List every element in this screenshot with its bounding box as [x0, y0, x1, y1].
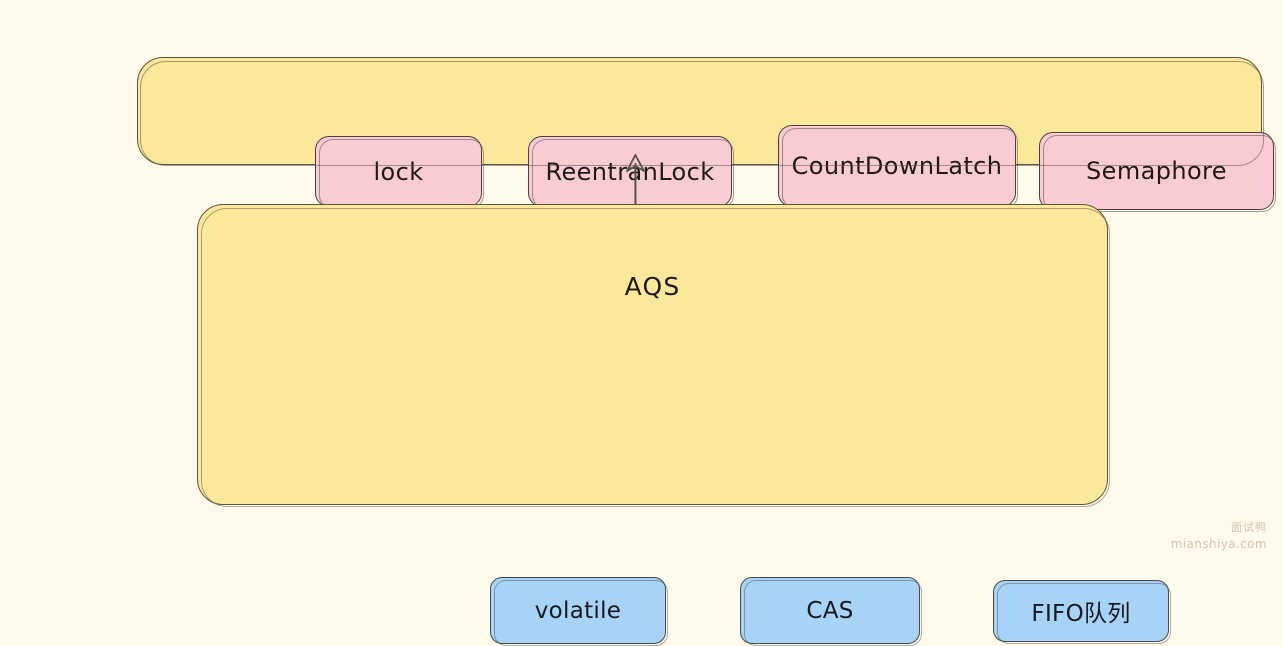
- node-fifo-queue-label: FIFO队列: [1031, 601, 1131, 627]
- node-cas[interactable]: CAS: [740, 577, 922, 646]
- diagram-canvas: lock ReentranLock CountDownLatch Semapho…: [137, 57, 1276, 646]
- aqs-container: AQS volatile CAS FIFO队列: [197, 204, 1171, 646]
- watermark: 面试鸭 mianshiya.com: [1171, 521, 1267, 552]
- inheritance-arrow-icon: [626, 154, 645, 210]
- node-countdownlatch-label: CountDownLatch: [791, 152, 1003, 180]
- aqs-title: AQS: [624, 272, 681, 301]
- node-cas-label: CAS: [806, 597, 854, 624]
- node-volatile[interactable]: volatile: [490, 577, 668, 646]
- node-lock[interactable]: lock: [315, 136, 484, 209]
- synchronizer-implementations-container: lock ReentranLock CountDownLatch Semapho…: [137, 57, 1276, 212]
- node-countdownlatch[interactable]: CountDownLatch: [778, 125, 1018, 209]
- watermark-cn: 面试鸭: [1231, 520, 1267, 534]
- node-reentranlock-label: ReentranLock: [545, 157, 715, 186]
- node-fifo-queue[interactable]: FIFO队列: [993, 580, 1171, 644]
- node-lock-label: lock: [373, 157, 424, 186]
- node-volatile-label: volatile: [534, 597, 622, 624]
- node-semaphore-label: Semaphore: [1086, 157, 1227, 185]
- node-semaphore[interactable]: Semaphore: [1039, 132, 1276, 212]
- watermark-en: mianshiya.com: [1170, 536, 1267, 551]
